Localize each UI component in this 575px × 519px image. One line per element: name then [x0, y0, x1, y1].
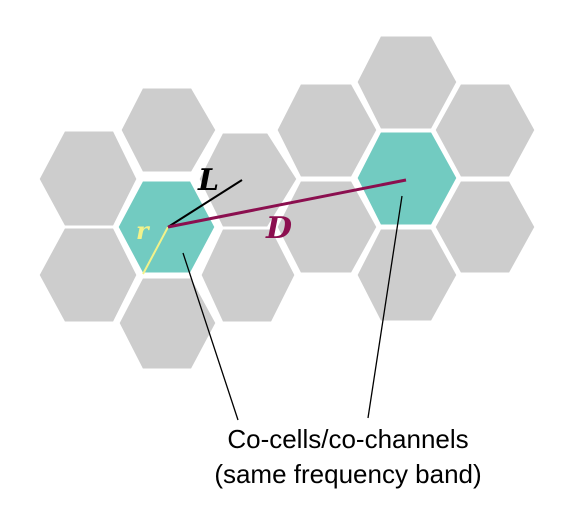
radius-line [142, 226, 169, 275]
cell-right-bottom [354, 226, 460, 324]
distance-D-line [167, 178, 407, 229]
cell-left-bottom [116, 275, 219, 372]
label-L: L [197, 163, 219, 198]
left-cluster [36, 85, 300, 372]
cell-right-upper-right [432, 81, 538, 180]
cell-left-lower-right [198, 226, 298, 325]
leader-line-left [182, 252, 239, 421]
cell-left-center-cochannel [115, 178, 218, 276]
cell-left-top [118, 85, 219, 175]
leader-line-right [367, 195, 403, 419]
caption-line-1: Co-cells/co-channels [227, 424, 468, 454]
right-cluster [274, 33, 538, 324]
label-D: D [265, 211, 292, 246]
line-L [167, 179, 243, 228]
cell-right-lower-right [432, 178, 538, 276]
label-r: r [136, 216, 151, 245]
cell-right-center-cochannel [354, 129, 460, 228]
cell-right-upper-left [274, 81, 380, 180]
caption-line-2: (same frequency band) [214, 459, 481, 489]
cell-left-lower-left [36, 225, 140, 325]
cell-left-upper-left [36, 128, 140, 229]
cell-right-lower-left [274, 178, 380, 276]
